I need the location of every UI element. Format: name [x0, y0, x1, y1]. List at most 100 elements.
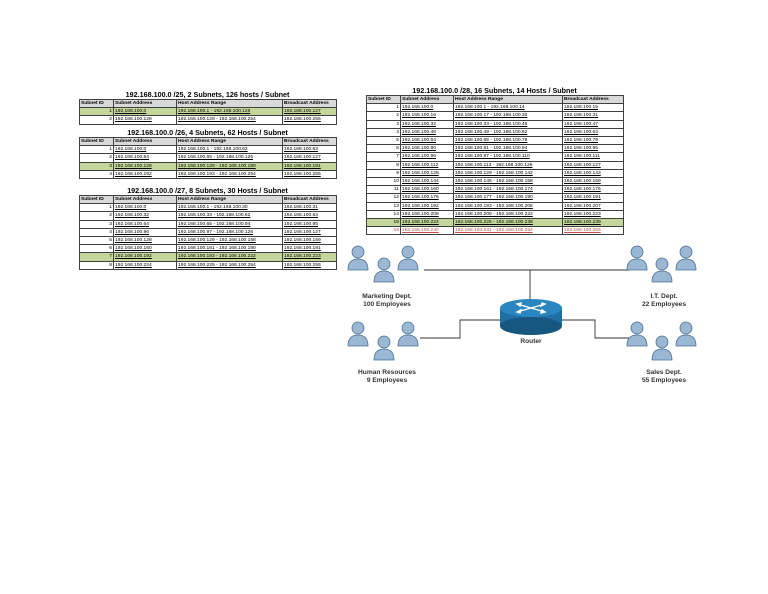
broadcast-cell: 192.168.100.207: [562, 201, 624, 211]
broadcast-cell: 192.168.100.223: [282, 252, 337, 262]
host-range-cell: 192.168.100.1 - 192.168.100.30: [176, 203, 283, 213]
subnet-address-cell: 192.168.100.128: [113, 115, 177, 125]
link-sales: [562, 319, 630, 339]
column-header: Subnet ID: [366, 94, 401, 105]
broadcast-cell: 192.168.100.63: [282, 211, 337, 221]
network-diagram: Router: [347, 245, 697, 384]
broadcast-cell: 192.168.100.223: [562, 209, 624, 220]
people-group-icon: [347, 245, 419, 283]
table-title: 192.168.100.0 /26, 4 Subnets, 62 Hosts /…: [127, 128, 288, 137]
host-range-cell: 192.168.100.129 - 192.168.100.158: [176, 236, 283, 246]
subnet-id-cell: 4: [79, 227, 114, 238]
broadcast-cell: 192.168.100.31: [562, 111, 624, 121]
host-range-cell: 192.168.100.225 - 192.168.100.238: [453, 218, 563, 228]
dept-label-it: I.T. Dept.: [650, 293, 677, 300]
broadcast-cell: 192.168.100.127: [282, 227, 337, 238]
subnet-id-cell: 6: [366, 144, 401, 154]
subnet-id-cell: 1: [79, 107, 114, 117]
subnet-id-cell: 2: [79, 211, 114, 221]
subnet-id-cell: 4: [79, 169, 114, 180]
column-header: Subnet Address: [113, 98, 177, 109]
host-range-cell: 192.168.100.1 - 192.168.100.126: [176, 107, 283, 117]
subnet-id-cell: 1: [366, 103, 401, 113]
subnet-address-cell: 192.168.100.80: [400, 144, 454, 154]
host-range-cell: 192.168.100.33 - 192.168.100.62: [176, 211, 283, 221]
subnet-address-cell: 192.168.100.32: [400, 119, 454, 129]
host-range-cell: 192.168.100.225 - 192.168.100.254: [176, 260, 283, 270]
subnet-id-cell: 7: [366, 152, 401, 162]
broadcast-cell: 192.168.100.239: [562, 218, 624, 228]
column-header: Subnet ID: [79, 136, 114, 147]
subnet-address-cell: 192.168.100.160: [113, 244, 177, 254]
subnet-id-cell: 1: [79, 145, 114, 155]
subnet-address-cell: 192.168.100.224: [400, 218, 454, 228]
link-hr: [420, 319, 500, 339]
subnet-id-cell: 13: [366, 201, 401, 211]
column-header: Host Address Range: [453, 94, 563, 105]
subnet-id-cell: 7: [79, 252, 114, 262]
host-range-cell: 192.168.100.241 - 192.168.100.254: [453, 226, 563, 236]
host-range-cell: 192.168.100.177 - 192.168.100.190: [453, 193, 563, 203]
router-label: Router: [520, 338, 542, 345]
subnet-id-cell: 6: [79, 244, 114, 254]
broadcast-cell: 192.168.100.191: [562, 193, 624, 203]
broadcast-cell: 192.168.100.255: [562, 226, 624, 236]
subnet-address-cell: 192.168.100.48: [400, 127, 454, 138]
broadcast-cell: 192.168.100.31: [282, 203, 337, 213]
broadcast-cell: 192.168.100.255: [282, 169, 337, 180]
host-range-cell: 192.168.100.97 - 192.168.100.126: [176, 227, 283, 238]
dept-label-hr: Human Resources: [358, 369, 416, 376]
broadcast-cell: 192.168.100.63: [282, 145, 337, 155]
broadcast-cell: 192.168.100.191: [282, 161, 337, 171]
broadcast-cell: 192.168.100.111: [562, 152, 624, 162]
subnet-address-cell: 192.168.100.96: [113, 227, 177, 238]
host-range-cell: 192.168.100.97 - 192.168.100.110: [453, 152, 563, 162]
broadcast-cell: 192.168.100.63: [562, 127, 624, 138]
subnet-id-cell: 8: [79, 260, 114, 270]
table-title: 192.168.100.0 /25, 2 Subnets, 126 hosts …: [125, 90, 290, 99]
subnet-id-cell: 1: [79, 203, 114, 213]
host-range-cell: 192.168.100.65 - 192.168.100.78: [453, 136, 563, 146]
subnet-address-cell: 192.168.100.64: [113, 153, 177, 163]
column-header: Subnet Address: [113, 194, 177, 205]
broadcast-cell: 192.168.100.47: [562, 119, 624, 129]
subnet-id-cell: 5: [366, 136, 401, 146]
broadcast-cell: 192.168.100.127: [282, 107, 337, 117]
column-header: Subnet ID: [79, 194, 114, 205]
host-range-cell: 192.168.100.145 - 192.168.100.158: [453, 177, 563, 187]
subnet-table-28: 192.168.100.0 /28, 16 Subnets, 14 Hosts …: [366, 86, 624, 236]
subnet-id-cell: 5: [79, 236, 114, 246]
subnet-id-cell: 9: [366, 168, 401, 179]
subnet-address-cell: 192.168.100.144: [400, 177, 454, 187]
column-header: Broadcast Address: [562, 94, 624, 105]
subnet-id-cell: 2: [366, 111, 401, 121]
column-header: Broadcast Address: [282, 98, 337, 109]
column-header: Broadcast Address: [282, 136, 337, 147]
dept-count-hr: 9 Employees: [367, 377, 408, 384]
subnet-address-cell: 192.168.100.192: [113, 169, 177, 180]
host-range-cell: 192.168.100.17 - 192.168.100.30: [453, 111, 563, 121]
subnet-id-cell: 15: [366, 218, 401, 228]
subnet-address-cell: 192.168.100.112: [400, 160, 454, 170]
subnet-id-cell: 3: [79, 219, 114, 229]
subnet-id-cell: 4: [366, 127, 401, 138]
